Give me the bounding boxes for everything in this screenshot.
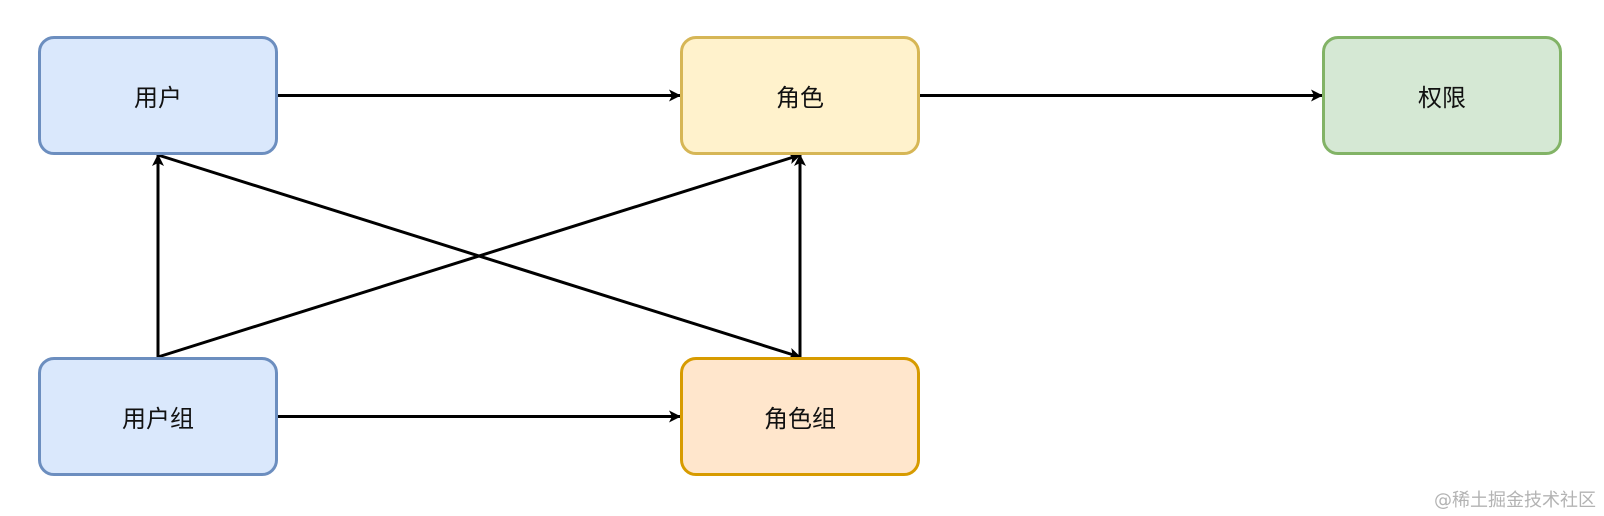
node-permission: 权限 [1322,36,1562,155]
node-user-group-label: 用户组 [122,405,194,433]
node-permission-label: 权限 [1418,84,1466,112]
node-user-label: 用户 [134,84,182,112]
node-role: 角色 [680,36,920,155]
node-user: 用户 [38,36,278,155]
edge-user-group-to-role [157,152,801,359]
watermark: @稀土掘金技术社区 [1434,490,1596,511]
node-role-group: 角色组 [680,357,920,476]
node-role-label: 角色 [776,84,824,112]
node-role-group-label: 角色组 [764,405,836,433]
node-user-group: 用户组 [38,357,278,476]
